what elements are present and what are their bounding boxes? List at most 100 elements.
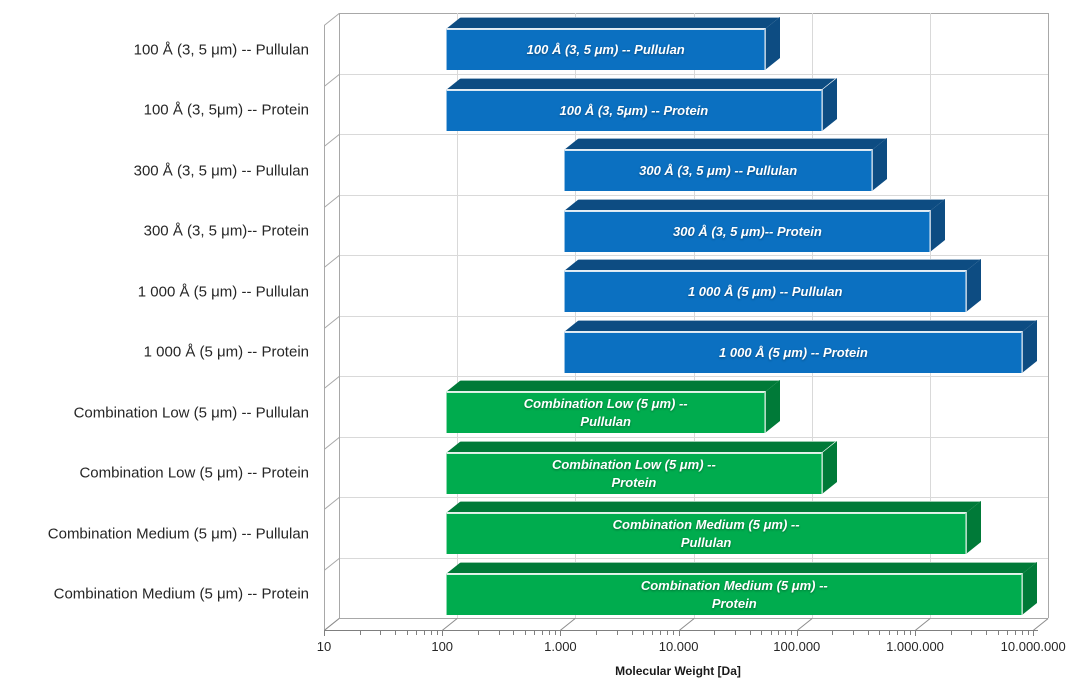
bar-top-face bbox=[446, 77, 837, 90]
gridline-v bbox=[811, 13, 813, 618]
x-minor-tickmark bbox=[867, 631, 869, 635]
bar: 100 Å (3, 5 μm) -- Pullulan bbox=[446, 29, 766, 70]
major-tick-depth-slash bbox=[442, 618, 458, 631]
x-major-tickmark bbox=[324, 630, 325, 636]
major-tick-depth-slash bbox=[678, 618, 695, 631]
bar-label: Combination Low (5 μm) -- Protein bbox=[551, 456, 716, 490]
category-label: 300 Å (3, 5 μm)-- Protein bbox=[143, 222, 309, 240]
x-minor-tickmark bbox=[1021, 631, 1023, 635]
x-tick-label: 100 bbox=[431, 639, 454, 654]
x-minor-tickmark bbox=[853, 631, 855, 635]
x-minor-tickmark bbox=[359, 631, 361, 635]
x-minor-tickmark bbox=[595, 631, 597, 635]
bar-top-face bbox=[446, 380, 781, 392]
bar-top-face bbox=[564, 319, 1038, 332]
x-axis-line bbox=[324, 630, 1039, 631]
x-tick-label: 1.000 bbox=[544, 639, 577, 654]
x-minor-tickmark bbox=[761, 631, 763, 635]
x-minor-tickmark bbox=[660, 631, 662, 635]
x-minor-tickmark bbox=[667, 631, 669, 635]
bar-label: 300 Å (3, 5 μm)-- Protein bbox=[673, 223, 822, 239]
x-minor-tickmark bbox=[791, 631, 793, 635]
left-wall-depth-slash bbox=[324, 497, 340, 510]
bar-top-face bbox=[564, 138, 887, 150]
bar-top-face bbox=[446, 561, 1038, 574]
left-wall-depth-slash bbox=[324, 436, 340, 450]
x-major-tickmark bbox=[796, 630, 798, 636]
x-minor-tickmark bbox=[380, 631, 382, 635]
x-minor-tickmark bbox=[534, 631, 536, 635]
x-major-tickmark bbox=[1033, 630, 1035, 636]
x-minor-tickmark bbox=[406, 631, 408, 635]
x-minor-tickmark bbox=[673, 631, 675, 635]
x-minor-tickmark bbox=[554, 631, 556, 635]
category-label: Combination Low (5 μm) -- Pullulan bbox=[73, 404, 309, 421]
gridline-v bbox=[575, 13, 577, 618]
x-minor-tickmark bbox=[734, 631, 736, 635]
bar: Combination Low (5 μm) -- Protein bbox=[446, 452, 822, 494]
category-label: 1 000 Å (5 μm) -- Protein bbox=[143, 343, 309, 361]
x-minor-tickmark bbox=[423, 631, 425, 635]
left-wall-depth-slash bbox=[324, 73, 340, 87]
bar: 1 000 Å (5 μm) -- Pullulan bbox=[564, 271, 967, 312]
gridline-v bbox=[693, 13, 695, 618]
x-tick-label: 10 bbox=[316, 639, 332, 654]
x-minor-tickmark bbox=[950, 631, 952, 635]
category-label: 100 Å (3, 5μm) -- Protein bbox=[143, 101, 309, 119]
bar-top-face bbox=[564, 259, 982, 271]
x-major-tickmark bbox=[678, 630, 680, 636]
bar-top-face bbox=[446, 440, 837, 453]
x-minor-tickmark bbox=[778, 631, 780, 635]
x-minor-tickmark bbox=[997, 631, 999, 635]
x-major-tickmark bbox=[915, 630, 916, 636]
x-minor-tickmark bbox=[652, 631, 654, 635]
gridline-v bbox=[457, 13, 459, 618]
major-tick-depth-slash bbox=[324, 618, 340, 631]
bar-label: 300 Å (3, 5 μm) -- Pullulan bbox=[639, 163, 798, 178]
x-minor-tickmark bbox=[548, 631, 550, 635]
x-axis-title: Molecular Weight [Da] bbox=[615, 664, 741, 678]
bar-label: 100 Å (3, 5μm) -- Protein bbox=[559, 102, 709, 118]
x-minor-tickmark bbox=[832, 631, 834, 635]
bar: Combination Medium (5 μm) -- Pullulan bbox=[446, 513, 967, 554]
bar-label: 1 000 Å (5 μm) -- Protein bbox=[719, 344, 868, 360]
category-label: Combination Medium (5 μm) -- Pullulan bbox=[47, 525, 309, 542]
major-tick-depth-slash bbox=[915, 618, 931, 631]
x-minor-tickmark bbox=[477, 631, 479, 635]
x-minor-tickmark bbox=[498, 631, 500, 635]
x-minor-tickmark bbox=[888, 631, 890, 635]
bar: Combination Medium (5 μm) -- Protein bbox=[446, 573, 1023, 615]
x-minor-tickmark bbox=[971, 631, 973, 635]
category-label: 100 Å (3, 5 μm) -- Pullulan bbox=[133, 41, 309, 58]
left-wall-depth-slash bbox=[324, 376, 340, 389]
left-wall-depth-slash bbox=[324, 255, 340, 268]
x-minor-tickmark bbox=[986, 631, 988, 635]
x-minor-tickmark bbox=[513, 631, 515, 635]
left-wall-depth-slash bbox=[324, 194, 340, 208]
x-major-tickmark bbox=[560, 630, 562, 636]
gridline-v bbox=[339, 13, 340, 618]
bar-top-face bbox=[446, 17, 781, 29]
left-wall-depth-slash bbox=[324, 557, 340, 571]
bar-label: Combination Low (5 μm) -- Pullulan bbox=[523, 396, 688, 429]
x-minor-tickmark bbox=[909, 631, 911, 635]
x-minor-tickmark bbox=[616, 631, 618, 635]
bar-label: Combination Medium (5 μm) -- Protein bbox=[640, 577, 828, 611]
x-tick-label: 100.000 bbox=[773, 639, 821, 654]
bar: 300 Å (3, 5 μm) -- Pullulan bbox=[564, 150, 872, 191]
x-minor-tickmark bbox=[879, 631, 881, 635]
major-tick-depth-slash bbox=[560, 618, 577, 631]
category-label: 1 000 Å (5 μm) -- Pullulan bbox=[137, 283, 309, 300]
bar: 100 Å (3, 5μm) -- Protein bbox=[446, 89, 822, 131]
left-wall-depth-slash bbox=[324, 315, 340, 329]
x-minor-tickmark bbox=[395, 631, 397, 635]
x-minor-tickmark bbox=[436, 631, 438, 635]
bar-top-face bbox=[564, 198, 946, 211]
gridline-v bbox=[930, 13, 931, 618]
x-minor-tickmark bbox=[1027, 631, 1029, 635]
x-minor-tickmark bbox=[631, 631, 633, 635]
bar: 300 Å (3, 5 μm)-- Protein bbox=[564, 210, 931, 252]
x-minor-tickmark bbox=[749, 631, 751, 635]
left-wall-depth-slash bbox=[324, 13, 340, 26]
